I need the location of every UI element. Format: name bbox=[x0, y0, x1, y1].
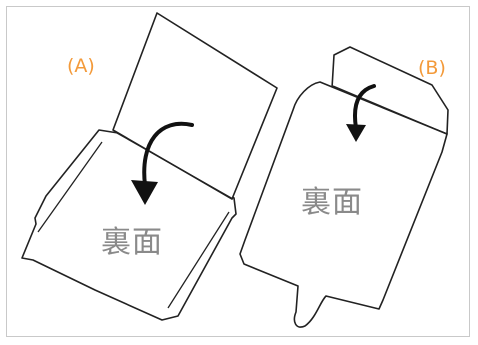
figure-a: (A) 裏面 bbox=[21, 12, 278, 321]
figure-a-edge-line-left bbox=[37, 141, 103, 233]
figure-a-back-side-text: 裏面 bbox=[101, 225, 163, 260]
figure-a-label: (A) bbox=[67, 55, 95, 77]
figure-b-label: (B) bbox=[418, 57, 446, 79]
figure-a-edge-line-right bbox=[167, 211, 230, 309]
figure-a-back-panel bbox=[21, 129, 237, 321]
figure-b-fold-line bbox=[332, 85, 448, 135]
figure-b-back-panel bbox=[239, 81, 448, 328]
figure-b-back-side-text: 裏面 bbox=[301, 185, 363, 220]
figure-a-fold-line bbox=[116, 132, 234, 200]
fold-arrow-icon bbox=[131, 121, 194, 205]
fold-arrow-icon bbox=[346, 84, 376, 142]
figure-b: (B) 裏面 bbox=[239, 46, 449, 328]
